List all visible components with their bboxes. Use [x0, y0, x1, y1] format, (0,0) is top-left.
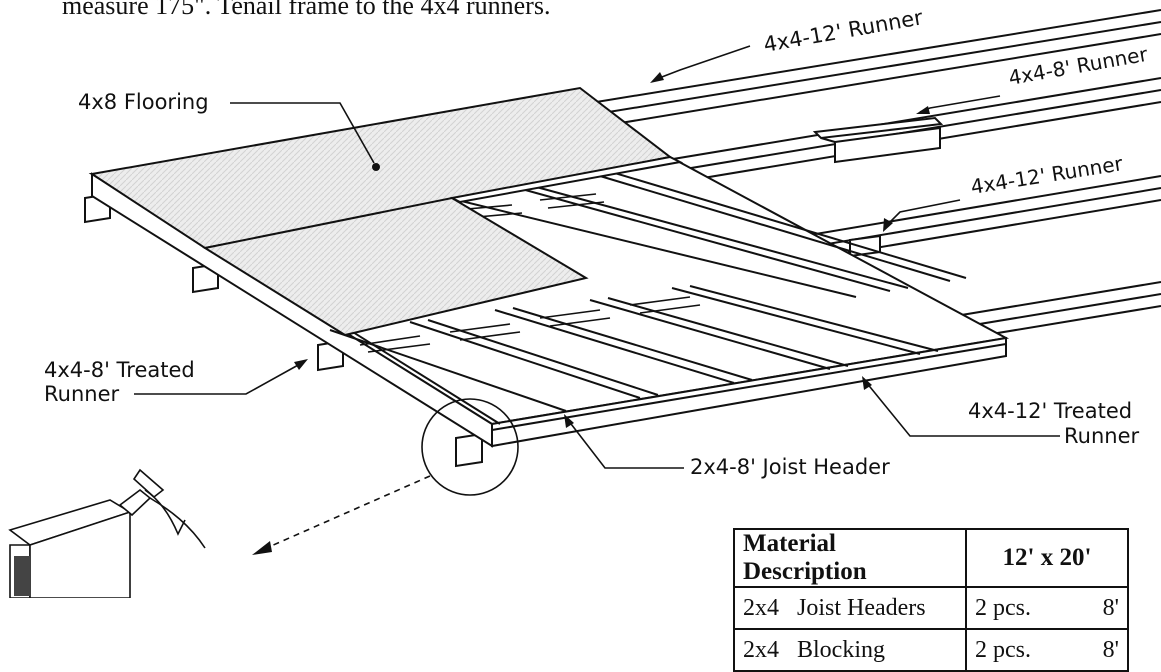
detail-arrow-head-icon [252, 541, 272, 555]
instruction-text: measure 175". Tenail frame to the 4x4 ru… [62, 0, 551, 20]
detail-callout-circle [421, 398, 519, 496]
col-size: 12' x 20' [965, 528, 1129, 588]
row-qty: 2 pcs. [975, 594, 1031, 621]
leader-runner-short [919, 95, 1001, 113]
blocking [359, 193, 701, 353]
joists [329, 170, 967, 412]
label-treated-runner-right-line1: 4x4-12' Treated [968, 399, 1132, 423]
table-row: 2x4 Blocking 2 pcs. 8' [733, 628, 1129, 672]
arrow-treated-runner-right-icon [862, 376, 872, 390]
label-flooring: 4x8 Flooring [78, 90, 209, 114]
floor-frame-diagram: 4x4-12' Runner 4x4-8' Runner 4x4-12' Run… [8, 5, 1161, 598]
dot-flooring-icon [372, 163, 380, 171]
row-description: 2x4 Blocking [733, 628, 967, 672]
leader-treated-runner-right [865, 381, 1060, 437]
leader-treated-runner-left [134, 363, 301, 395]
label-joist-header: 2x4-8' Joist Header [690, 455, 890, 479]
leader-runner-top [653, 45, 751, 81]
arrow-runner-top-icon [650, 72, 664, 83]
arrow-joist-header-icon [564, 414, 574, 428]
row-qty: 2 pcs. [975, 636, 1031, 663]
row-quantity: 2 pcs. 8' [965, 628, 1129, 672]
hammer-detail-illustration [8, 468, 206, 598]
label-treated-runner-left-line1: 4x4-8' Treated [44, 358, 195, 382]
material-table-header: Material Description 12' x 20' [733, 528, 1129, 588]
row-description: 2x4 Joist Headers [733, 586, 967, 630]
row-len: 8' [1102, 594, 1119, 621]
arrow-treated-runner-left-icon [294, 359, 308, 370]
leader-flooring [230, 102, 375, 164]
leader-runner-mid [885, 199, 961, 227]
row-len: 8' [1102, 636, 1119, 663]
short-runner-block [812, 116, 944, 164]
col-material-description: Material Description [733, 528, 967, 588]
support-blocks [84, 192, 881, 468]
row-quantity: 2 pcs. 8' [965, 586, 1129, 630]
label-runner-top: 4x4-12' Runner [762, 5, 925, 57]
label-runner-mid: 4x4-12' Runner [969, 151, 1125, 199]
table-row: 2x4 Joist Headers 2 pcs. 8' [733, 586, 1129, 630]
leader-joist-header [567, 419, 684, 469]
label-treated-runner-right-line2: Runner [1064, 424, 1139, 448]
material-table: Material Description 12' x 20' 2x4 Joist… [733, 528, 1129, 672]
detail-callout-arrow [261, 475, 431, 551]
arrow-runner-mid-icon [883, 218, 893, 232]
flooring-sheets [89, 86, 684, 337]
label-treated-runner-left-line2: Runner [44, 382, 119, 406]
arrow-runner-short-icon [916, 106, 930, 114]
